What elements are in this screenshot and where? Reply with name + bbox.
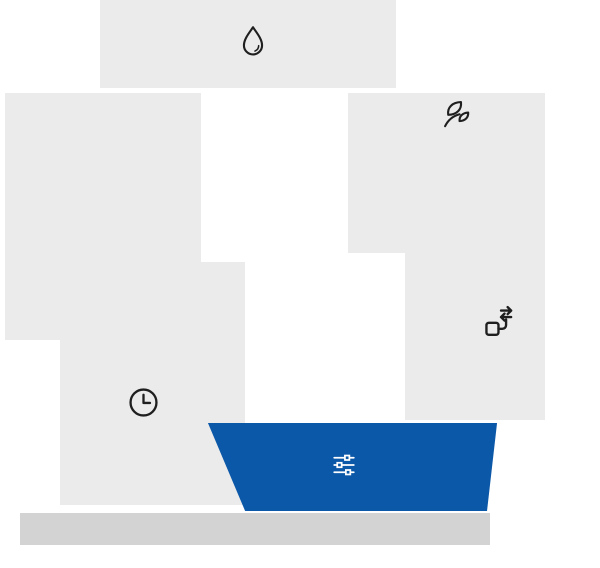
tile-water[interactable]: [100, 0, 396, 88]
eco-leaf-icon: [440, 97, 474, 131]
tile-controls-selected[interactable]: [207, 423, 498, 511]
water-drop-icon: [236, 22, 270, 62]
tile-time[interactable]: [60, 262, 245, 505]
clock-icon: [125, 384, 162, 421]
bottom-base-bar: [20, 513, 490, 545]
appliance-sync-icon: [479, 303, 517, 341]
tile-sync[interactable]: [405, 155, 545, 420]
sliders-icon: [330, 451, 358, 479]
